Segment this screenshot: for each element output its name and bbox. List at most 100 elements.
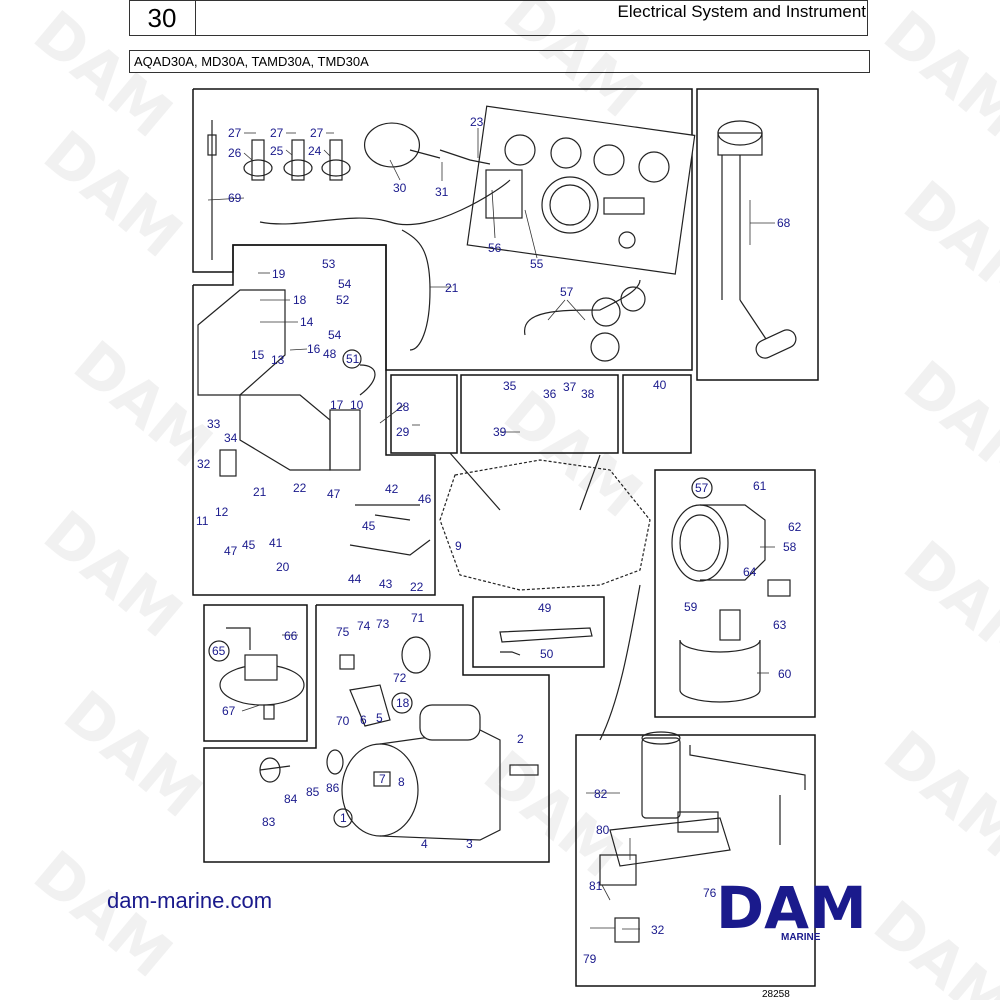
callout: 55 [530,257,544,271]
callout: 14 [300,315,314,329]
callout: 58 [783,540,797,554]
frame-clamp [622,374,692,454]
callout: 37 [563,380,577,394]
callout: 74 [357,619,371,633]
callout: 2 [517,732,524,746]
starter-motor-art [259,636,539,841]
callout: 45 [362,519,376,533]
callout: 71 [411,611,425,625]
frame-glow-plug [390,374,458,454]
callout: 63 [773,618,787,632]
callout: 22 [293,481,307,495]
callout: 57 [560,285,574,299]
callout: 64 [743,565,757,579]
callout: 4 [421,837,428,851]
callout: 36 [543,387,557,401]
callout: 47 [327,487,341,501]
fuel-sender-art [717,120,797,359]
callout: 19 [272,267,286,281]
leader-lines [207,128,775,930]
callout: 44 [348,572,362,586]
callout: 3 [466,837,473,851]
watermark: DAM [890,348,1000,502]
callout: 76 [703,886,717,900]
header-box [129,0,868,36]
relay-bracket-art [197,289,431,556]
gauge-art [671,504,791,703]
callout: 9 [455,539,462,553]
callout: 62 [788,520,802,534]
watermark: DAM [890,528,1000,682]
callout: 23 [470,115,484,129]
callout: 75 [336,625,350,639]
callout: 29 [396,425,410,439]
frame-relay-mount [575,734,816,987]
diagram-frames [192,88,819,987]
callout: 7 [379,772,386,786]
watermark: DAM [870,0,1000,152]
website-link[interactable]: dam-marine.com [107,888,273,913]
callout: 16 [307,342,321,356]
callout: 80 [596,823,610,837]
callout: 47 [224,544,238,558]
callout: 54 [338,277,352,291]
callout: 85 [306,785,320,799]
callout: 34 [224,431,238,445]
callout: 22 [410,580,424,594]
callout: 41 [269,536,283,550]
callout: 30 [393,181,407,195]
callout: 26 [228,146,242,160]
callout: 31 [435,185,449,199]
watermark: DAM [30,118,194,272]
callout: 27 [228,126,242,140]
callout: 6 [360,713,367,727]
callout: 83 [262,815,276,829]
callout: 46 [418,492,432,506]
callout: 32 [651,923,665,937]
callout: 10 [350,398,364,412]
callout: 15 [251,348,265,362]
frame-fuel-sender [696,88,819,381]
watermark: DAM [20,0,184,152]
callout: 81 [589,879,603,893]
callout: 67 [222,704,236,718]
frame-bracket-49 [472,596,605,668]
oil-switch-art [219,627,305,720]
callout: 13 [271,353,285,367]
dam-logo: DAM [716,874,867,936]
callout: 27 [270,126,284,140]
frame-starter [203,604,550,863]
watermark: DAM [30,498,194,652]
callout: 86 [326,781,340,795]
instrument-panel-art [259,105,696,362]
callout: 72 [393,671,407,685]
sender-art [207,120,351,260]
callout: 24 [308,144,322,158]
frame-sensor [460,374,619,454]
callout: 40 [653,378,667,392]
callout: 52 [336,293,350,307]
callout: 79 [583,952,597,966]
callout: 66 [284,629,298,643]
engine-outline-art [439,452,651,741]
watermark: DAM [870,718,1000,872]
drawing-reference: 28258 [762,989,790,1000]
callout: 70 [336,714,350,728]
callout: 21 [445,281,459,295]
page-number: 30 [129,0,196,36]
callout: 27 [310,126,324,140]
callout: 82 [594,787,608,801]
callout: 49 [538,601,552,615]
callout: 69 [228,191,242,205]
callout: 60 [778,667,792,681]
callout: 59 [684,600,698,614]
logo-subtext: MARINE [781,932,821,943]
callout: 42 [385,482,399,496]
callout: 84 [284,792,298,806]
callout: 38 [581,387,595,401]
models-label: AQAD30A, MD30A, TAMD30A, TMD30A [129,50,870,73]
callout: 61 [753,479,767,493]
callout: 68 [777,216,791,230]
callout-numbers: 27 27 27 26 25 24 69 30 31 23 56 55 21 5… [196,115,802,966]
page-title: Electrical System and Instrument [617,2,866,21]
